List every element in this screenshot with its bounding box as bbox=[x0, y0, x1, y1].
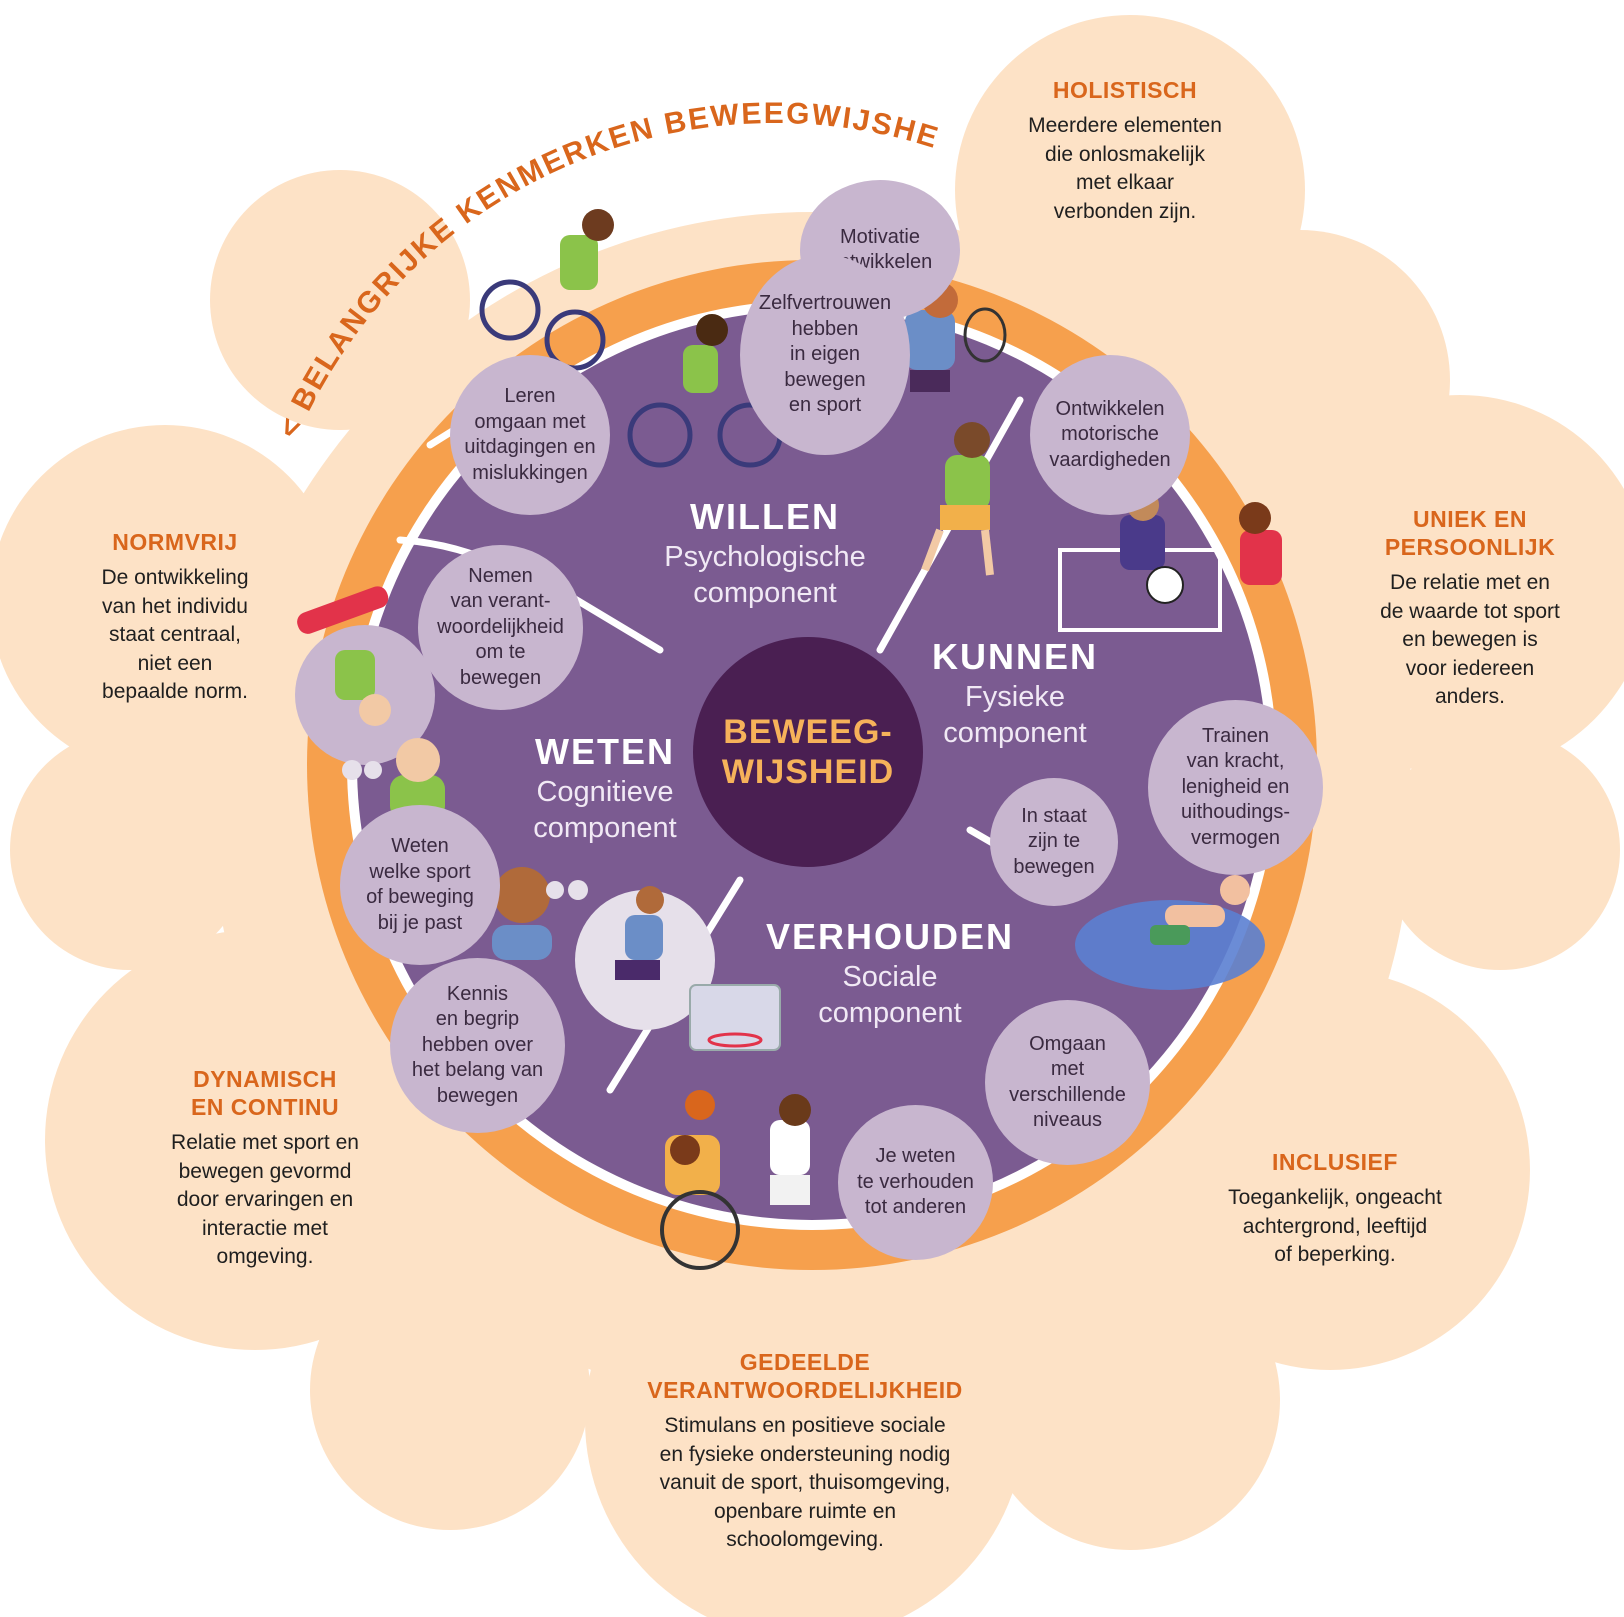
feature-title: DYNAMISCH EN CONTINU bbox=[190, 1066, 340, 1120]
bubble-uitdagingen: Leren omgaan met uitdagingen en mislukki… bbox=[450, 355, 610, 515]
bubble-kennis: Kennis en begrip hebben over het belang … bbox=[390, 958, 565, 1133]
feature-uniek: UNIEK EN PERSOONLIJK De relatie met en d… bbox=[1345, 505, 1595, 712]
bubble-niveaus: Omgaan met verschillende niveaus bbox=[985, 1000, 1150, 1165]
core-beweegwijsheid: BEWEEG- WIJSHEID bbox=[693, 637, 923, 867]
component-sub: Sociale component bbox=[818, 961, 962, 1029]
feature-text: De relatie met en de waarde tot sport en… bbox=[1380, 571, 1560, 708]
feature-inclusief: INCLUSIEF Toegankelijk, ongeacht achterg… bbox=[1190, 1148, 1480, 1270]
basketball-illustration bbox=[660, 984, 811, 1270]
feature-text: De ontwikkeling van het individu staat c… bbox=[101, 566, 249, 703]
feature-text: Stimulans en positieve sociale en fysiek… bbox=[659, 1414, 951, 1551]
component-sub: Fysieke component bbox=[943, 681, 1087, 749]
component-sub: Psychologische component bbox=[664, 541, 866, 609]
feature-title: NORMVRIJ bbox=[112, 529, 238, 555]
component-kunnen: KUNNEN Fysieke component bbox=[900, 635, 1130, 751]
component-name: VERHOUDEN bbox=[765, 916, 1015, 957]
feature-dynamisch: DYNAMISCH EN CONTINU Relatie met sport e… bbox=[130, 1065, 400, 1272]
skater-illustration bbox=[921, 422, 994, 576]
swimmer-illustration bbox=[1075, 875, 1265, 990]
component-name: KUNNEN bbox=[931, 636, 1098, 677]
tennis-player-illustration bbox=[905, 282, 1007, 392]
component-willen: WILLEN Psychologische component bbox=[620, 495, 910, 611]
feature-title: GEDEELDE VERANTWOORDELIJKHEID bbox=[647, 1349, 963, 1403]
feature-title: INCLUSIEF bbox=[1272, 1149, 1398, 1175]
feature-normvrij: NORMVRIJ De ontwikkeling van het individ… bbox=[60, 528, 290, 707]
bubble-trainen: Trainen van kracht, lenigheid en uithoud… bbox=[1148, 700, 1323, 875]
cartwheel-illustration bbox=[295, 586, 445, 820]
feature-gedeelde: GEDEELDE VERANTWOORDELIJKHEID Stimulans … bbox=[600, 1348, 1010, 1555]
bubble-verhouden: Je weten te verhouden tot anderen bbox=[838, 1105, 993, 1260]
thinking-boy-illustration bbox=[492, 867, 588, 960]
bubble-motorische: Ontwikkelen motorische vaardigheden bbox=[1030, 355, 1190, 515]
cyclist-illustration bbox=[479, 209, 783, 468]
bubble-welke-sport: Weten welke sport of beweging bij je pas… bbox=[340, 805, 500, 965]
soccer-illustration bbox=[1058, 489, 1282, 632]
component-name: WETEN bbox=[535, 731, 675, 772]
bubble-verantwoordelijkheid: Nemen van verant- woordelijkheid om te b… bbox=[418, 545, 583, 710]
feature-title: HOLISTISCH bbox=[1052, 77, 1198, 103]
component-weten: WETEN Cognitieve component bbox=[490, 730, 720, 846]
component-name: WILLEN bbox=[690, 496, 840, 537]
bubble-in-staat: In staat zijn te bewegen bbox=[990, 778, 1118, 906]
component-verhouden: VERHOUDEN Sociale component bbox=[745, 915, 1035, 1031]
feature-text: Toegankelijk, ongeacht achtergrond, leef… bbox=[1228, 1186, 1442, 1266]
feature-text: Relatie met sport en bewegen gevormd doo… bbox=[171, 1131, 359, 1268]
runner-illustration bbox=[575, 886, 715, 1030]
feature-text: Meerdere elementen die onlosmakelijk met… bbox=[1028, 114, 1222, 223]
bubble-zelfvertrouwen: Zelfvertrouwen hebben in eigen bewegen e… bbox=[740, 255, 910, 455]
feature-holistisch: HOLISTISCH Meerdere elementen die onlosm… bbox=[990, 76, 1260, 226]
component-sub: Cognitieve component bbox=[533, 776, 677, 844]
feature-title: UNIEK EN PERSOONLIJK bbox=[1384, 506, 1556, 560]
